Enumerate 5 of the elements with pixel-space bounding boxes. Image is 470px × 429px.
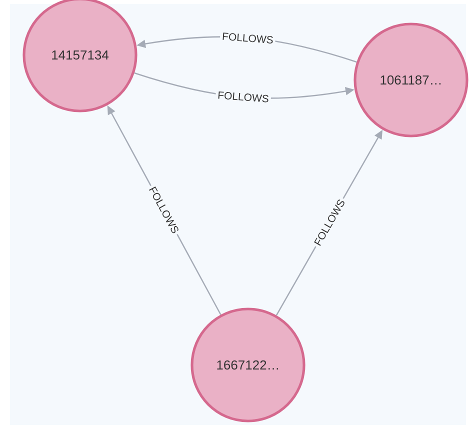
graph-node: 1061187…	[354, 22, 468, 138]
edge-label: FOLLOWS	[215, 89, 272, 105]
graph-node: 1667122…	[190, 308, 306, 422]
graph-node: 14157134	[22, 0, 138, 112]
edge-label: FOLLOWS	[220, 30, 276, 46]
